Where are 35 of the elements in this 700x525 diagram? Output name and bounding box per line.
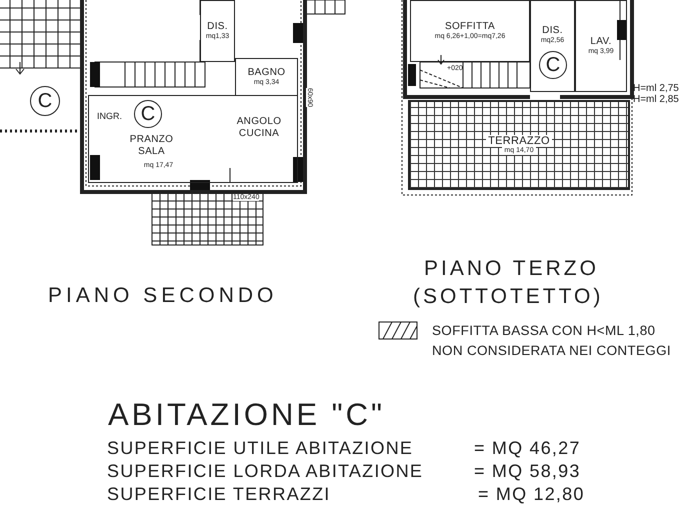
room-name: TERRAZZO [486,134,552,148]
terrace-area [408,100,630,190]
unit-letter: C [38,90,52,112]
unit-marker [539,51,567,79]
area-description: SUPERFICIE UTILE ABITAZIONE [107,438,414,459]
room-name: ANGOLO CUCINA [236,116,282,139]
floor-title: PIANO TERZO [424,257,599,281]
room-area [88,95,298,183]
unit-letter: C [140,102,156,126]
floor-title: PIANO SECONDO [48,284,278,308]
room-area [410,0,530,62]
area-value: = MQ 58,93 [474,461,581,482]
height-label: H=ml 2,75 [633,83,679,94]
room-name: PRANZO SALA [128,134,174,157]
area-description: SUPERFICIE TERRAZZI [107,484,330,505]
room-area [235,58,298,96]
unit-marker [134,100,162,128]
area-value: = MQ 12,80 [478,484,585,505]
floor-title: (SOTTOTETTO) [413,285,604,309]
unit-marker [30,86,60,116]
dwelling-title: ABITAZIONE "C" [108,397,386,433]
room-name: DIS. [542,25,563,36]
room-name: LAV. [590,36,612,48]
unit-letter: C [546,54,560,76]
area-description: SUPERFICIE LORDA ABITAZIONE [107,461,424,482]
room-name: BAGNO [248,67,286,79]
room-name: DIS. [207,21,228,33]
room-name: SOFFITTA [445,21,495,33]
height-label: H=ml 2,85 [633,94,679,105]
room-area [200,0,235,62]
legend-text: SOFFITTA BASSA CON H<ML 1,80 NON CONSIDERATA NEI CONTEGGI [432,322,672,360]
room-name: INGR. [97,111,122,121]
area-value: = MQ 46,27 [474,438,581,459]
room-area [575,0,627,92]
room-area [530,0,575,92]
